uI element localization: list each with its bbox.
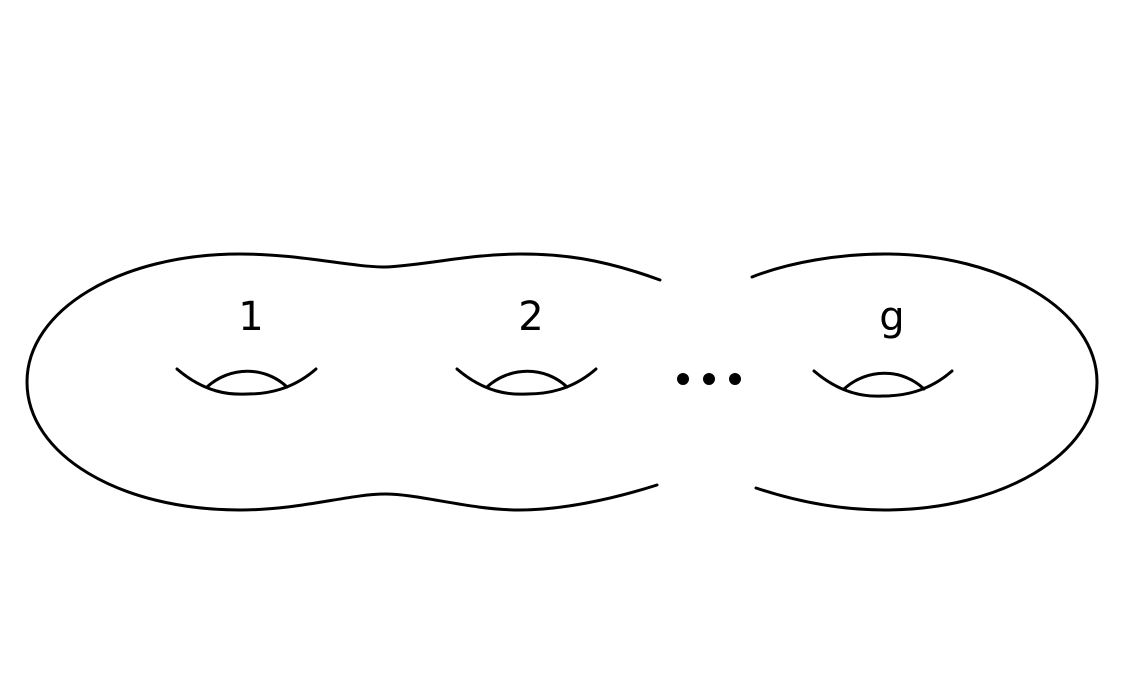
handle-label-g: g: [879, 294, 904, 340]
handle-hole-2: [455, 367, 598, 396]
ellipsis-dots: [677, 373, 741, 385]
handle-label-1: 1: [238, 294, 263, 340]
surface-outline-left: [25, 252, 662, 512]
handle-label-2: 2: [518, 294, 543, 340]
handle-hole-1: [175, 367, 318, 396]
surface-outline-right: [750, 252, 1099, 512]
handle-hole-g: [812, 369, 954, 398]
